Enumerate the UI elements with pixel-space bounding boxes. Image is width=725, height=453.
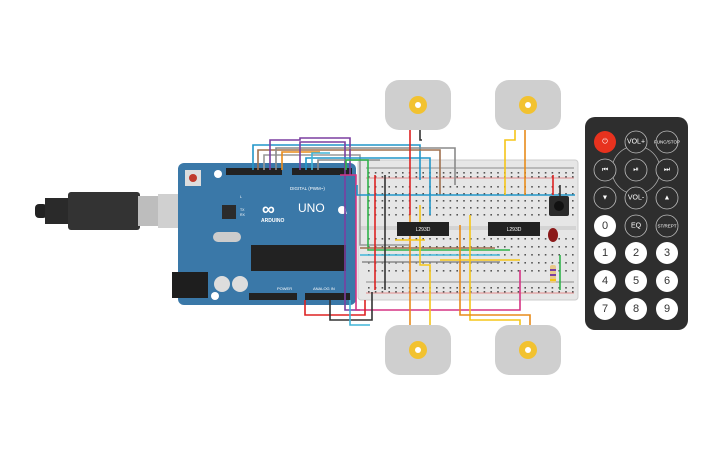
remote-button-power-icon[interactable]: ⏻ [594,131,616,153]
resistor[interactable] [550,265,556,283]
previous-icon: ⏮ [602,167,608,174]
remote-button-label: 6 [664,275,670,287]
motor-driver-chip-2[interactable]: L293D [488,222,540,236]
chip-label: L293D [416,227,431,233]
remote-button-label: 4 [602,275,608,287]
remote-button-label: 1 [602,247,608,259]
remote-button-previous-icon[interactable]: ⏮ [593,158,617,182]
remote-button-0[interactable]: 0 [594,215,616,237]
breadboard[interactable] [357,159,579,301]
remote-button-label: 3 [664,247,670,259]
remote-button-vol-[interactable]: VOL+ [624,130,648,154]
remote-button-label: FUNC/STOP [654,140,680,145]
remote-button-label: 8 [633,303,639,315]
dc-motor-3[interactable] [385,325,451,375]
remote-button-st-rept[interactable]: ST/REPT [655,214,679,238]
remote-button-func-stop[interactable]: FUNC/STOP [654,130,680,154]
atmega-chip [251,245,346,271]
remote-button-label: 5 [633,275,639,287]
remote-button-label: VOL- [628,195,645,202]
remote-button-label: 2 [633,247,639,259]
ir-receiver[interactable] [549,196,569,216]
digital-header-low[interactable] [226,168,282,175]
remote-button-play-pause-icon[interactable]: ⏯ [624,158,648,182]
remote-button-2[interactable]: 2 [625,242,647,264]
digital-header-label: DIGITAL (PWM~) [290,186,325,191]
remote-button-8[interactable]: 8 [625,298,647,320]
usb-chip [222,205,236,219]
mount-hole [338,206,346,214]
remote-button-5[interactable]: 5 [625,270,647,292]
remote-button-label: EQ [631,223,642,230]
analog-header[interactable] [305,293,350,300]
remote-button-next-icon[interactable]: ⏭ [655,158,679,182]
arduino-model: UNO [298,201,325,215]
arduino-brand: ARDUINO [261,218,284,224]
remote-button-4[interactable]: 4 [594,270,616,292]
red-led[interactable] [548,228,558,242]
power-header[interactable] [249,293,297,300]
remote-button-1[interactable]: 1 [594,242,616,264]
remote-button-9[interactable]: 9 [656,298,678,320]
next-icon: ⏭ [664,167,671,174]
arduino-uno-board[interactable]: DIGITAL (PWM~) POWER ANALOG IN ∞ ARDUINO… [172,163,356,305]
crystal [213,232,241,242]
remote-button-3[interactable]: 3 [656,242,678,264]
led-l-label: L [240,195,242,199]
mount-hole [214,170,222,178]
dc-motor-4[interactable] [495,325,561,375]
remote-button-vol-[interactable]: VOL- [624,186,648,210]
play-pause-icon: ⏯ [633,167,639,174]
remote-button-eq[interactable]: EQ [624,214,648,238]
ir-remote[interactable]: ⏻ VOL+ FUNC/STOP ⏮ ⏯ ⏭ ▼ VOL- ▲ 0 EQ ST/REPT 1 2 3 4 5 6 7… [585,117,688,330]
usb-cable[interactable] [35,192,190,230]
mount-hole [211,292,219,300]
remote-button-7[interactable]: 7 [594,298,616,320]
analog-header-label: ANALOG IN [313,286,335,291]
remote-button-6[interactable]: 6 [656,270,678,292]
down-arrow-icon: ▼ [602,195,609,202]
power-icon: ⏻ [602,138,608,146]
led-rx-label: RX [240,213,246,217]
remote-button-label: 7 [602,303,608,315]
arduino-infinity-logo: ∞ [262,199,275,219]
remote-button-label: VOL+ [627,139,645,146]
remote-button-label: 0 [602,220,608,232]
dc-motor-2[interactable] [495,80,561,130]
chip-label: L293D [507,227,522,233]
remote-button-label: ST/REPT [657,224,676,229]
power-jack[interactable] [172,272,208,298]
motor-driver-chip-1[interactable]: L293D [397,222,449,236]
led-tx-label: TX [240,208,245,212]
power-header-label: POWER [277,286,292,291]
remote-button-down-arrow-icon[interactable]: ▼ [593,186,617,210]
up-arrow-icon: ▲ [664,195,671,202]
remote-button-up-arrow-icon[interactable]: ▲ [655,186,679,210]
remote-button-label: 9 [664,303,670,315]
dc-motor-1[interactable] [385,80,451,130]
digital-header-high[interactable] [292,168,352,175]
